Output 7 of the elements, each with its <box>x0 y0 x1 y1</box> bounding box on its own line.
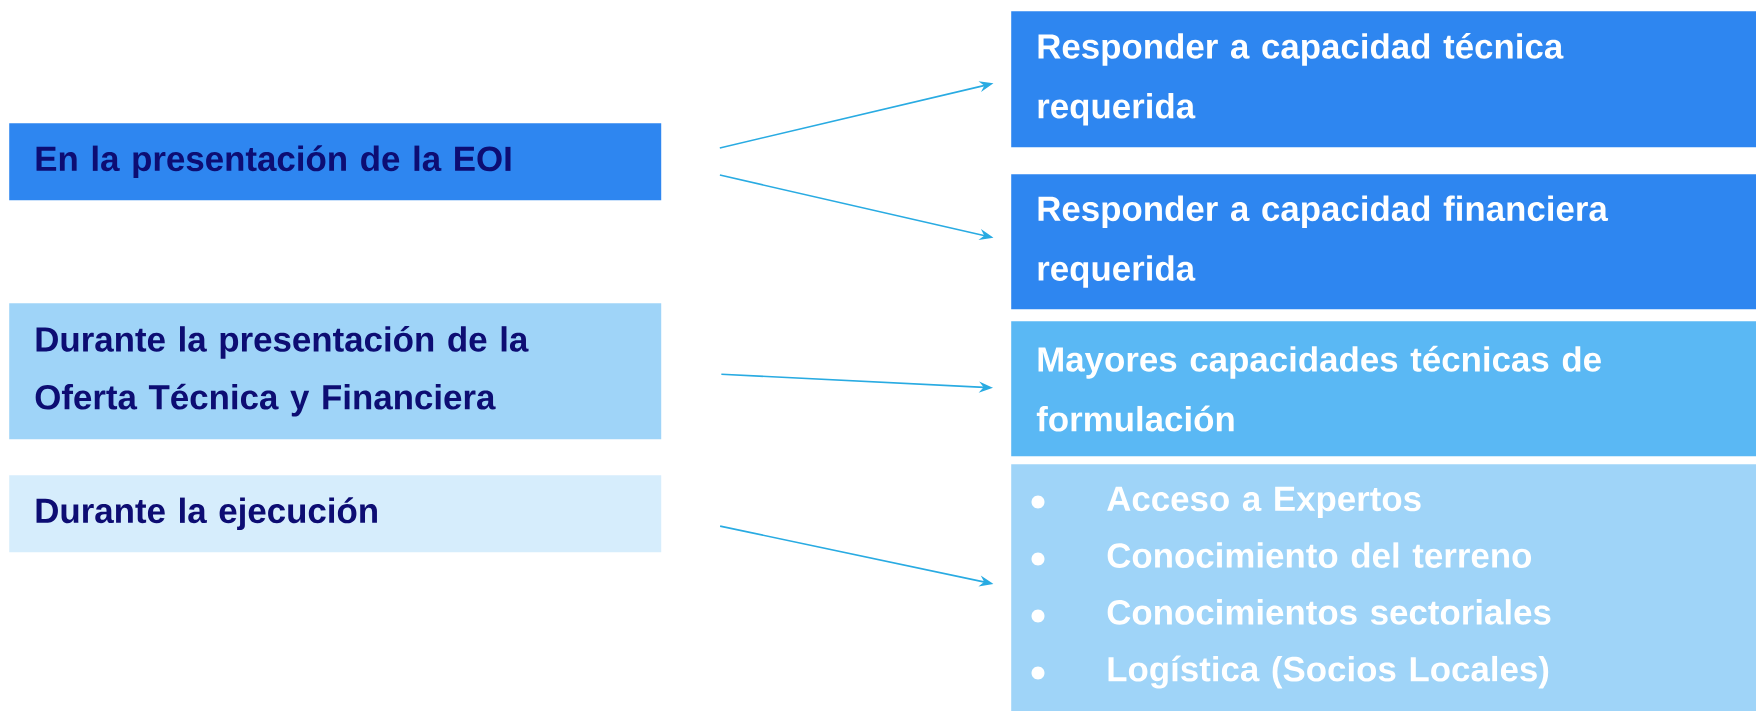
text-box: Durante la ejecución <box>9 475 662 553</box>
text-box: Mayores capacidades técnicas de formulación <box>1011 321 1756 457</box>
text-box: En la presentación de la EOI <box>9 123 662 201</box>
text-box: Responder a capacidad técnica requerida <box>1011 11 1756 148</box>
text-box: Durante la presentación de la Oferta Técnica y Financiera <box>9 303 662 440</box>
text-box: Responder a capacidad financiera requerida <box>1011 174 1756 310</box>
bullet-list-box: Acceso a Expertos Conocimiento del terreno Conocimientos sectoriales Logística (Socios Locales) <box>1011 464 1756 711</box>
